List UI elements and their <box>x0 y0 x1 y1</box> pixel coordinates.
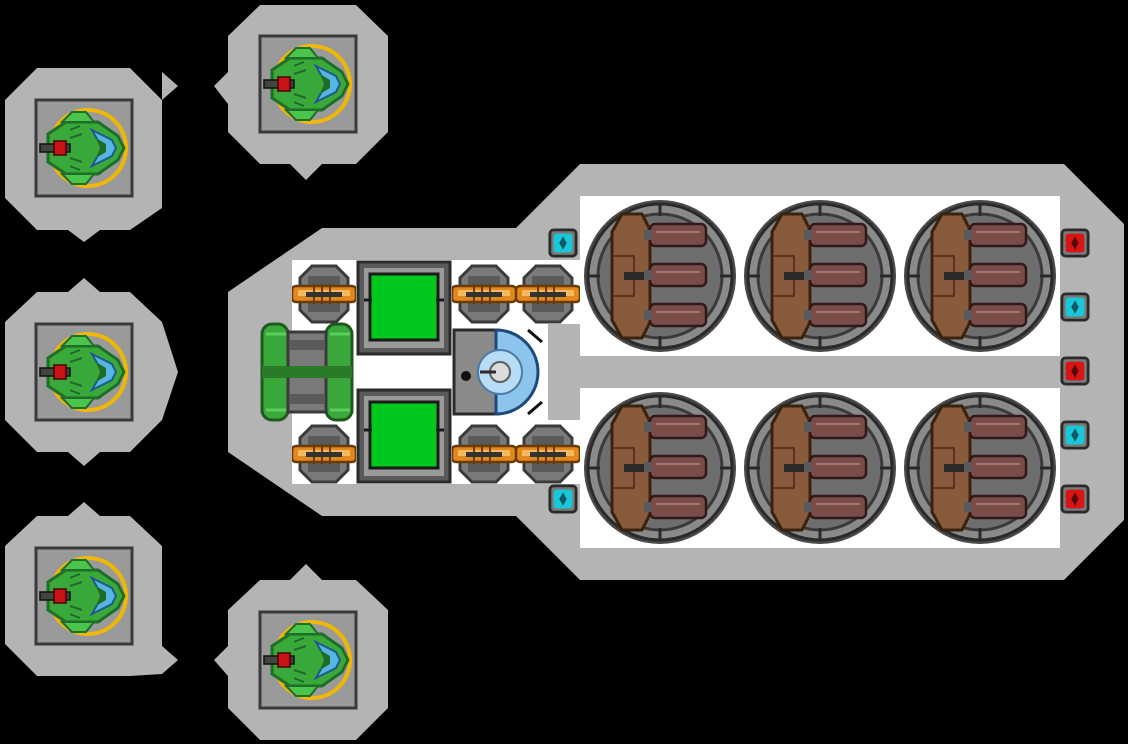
copper-conduit-icon[interactable] <box>452 264 516 324</box>
drone-pod-right-bottom[interactable] <box>214 564 388 740</box>
cyan-light-icon <box>1060 420 1090 450</box>
cryo-pod-icon[interactable] <box>452 328 543 416</box>
missile-launcher-icon[interactable] <box>742 390 898 546</box>
cyan-light-icon <box>548 484 578 514</box>
red-light-icon <box>1060 228 1090 258</box>
red-light-icon <box>1060 484 1090 514</box>
copper-conduit-icon[interactable] <box>516 424 580 484</box>
missile-launcher-icon[interactable] <box>902 198 1058 354</box>
drone-pod-left-bottom[interactable] <box>5 502 178 676</box>
copper-conduit-icon[interactable] <box>292 424 356 484</box>
green-reactor-core-icon[interactable] <box>356 260 452 356</box>
green-engine-icon[interactable] <box>260 322 354 422</box>
copper-conduit-icon[interactable] <box>452 424 516 484</box>
missile-launcher-icon[interactable] <box>582 390 738 546</box>
drone-pod-left-top[interactable] <box>5 68 178 242</box>
missile-launcher-icon[interactable] <box>582 198 738 354</box>
drone-pod-right-top[interactable] <box>214 5 388 180</box>
copper-conduit-icon[interactable] <box>292 264 356 324</box>
missile-launcher-icon[interactable] <box>742 198 898 354</box>
green-reactor-core-icon[interactable] <box>356 388 452 484</box>
cyan-light-icon <box>1060 292 1090 322</box>
red-light-icon <box>1060 356 1090 386</box>
copper-conduit-icon[interactable] <box>516 264 580 324</box>
missile-launcher-icon[interactable] <box>902 390 1058 546</box>
drone-pod-left-middle[interactable] <box>5 278 178 466</box>
cyan-light-icon <box>548 228 578 258</box>
